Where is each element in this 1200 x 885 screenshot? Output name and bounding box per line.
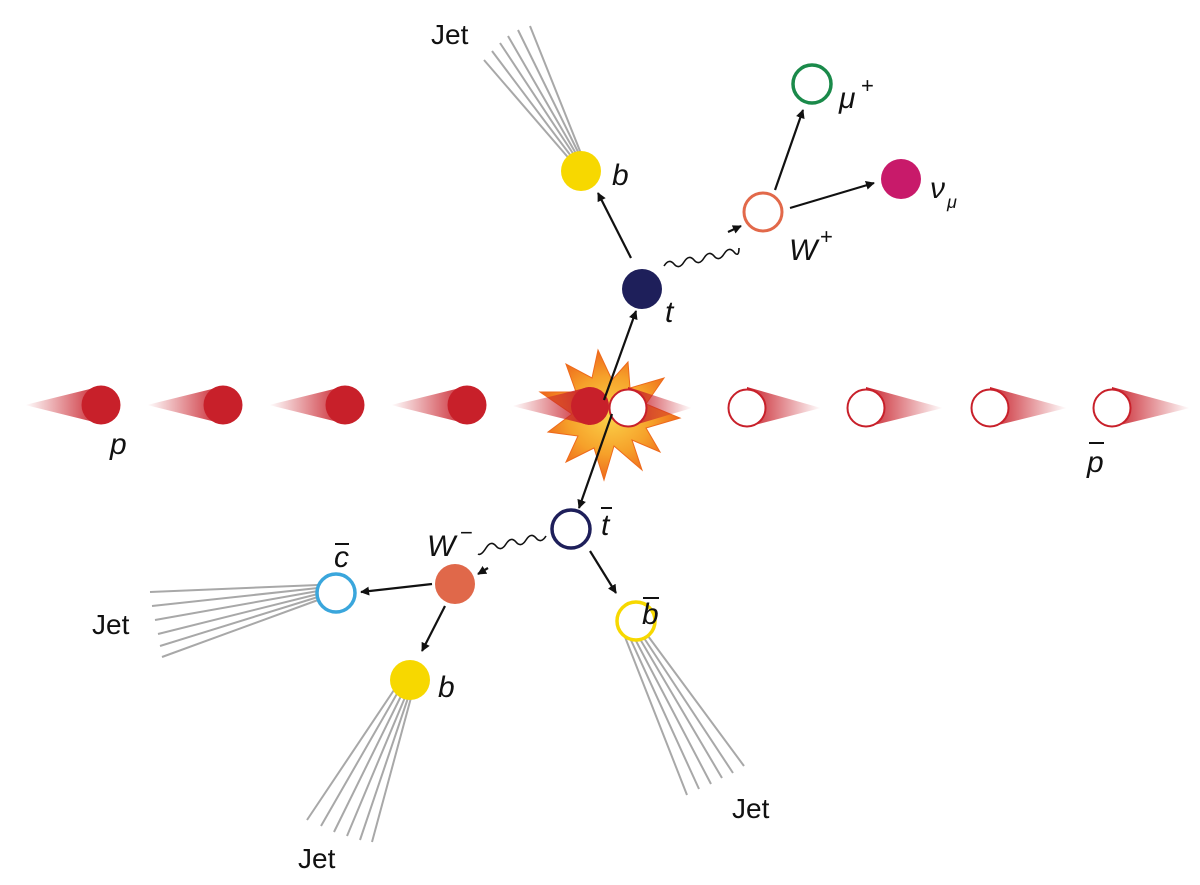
label-jet-left: Jet <box>92 609 130 640</box>
bottom-quark-lower <box>390 660 430 700</box>
arrow-wminus-to-charm <box>360 582 433 596</box>
jet-bottom-left <box>306 689 413 843</box>
muon-neutrino <box>881 159 921 199</box>
antiproton-2 <box>727 387 821 428</box>
proton-2 <box>147 385 243 425</box>
label-anticharm: c <box>334 541 349 574</box>
label-jet-bottom-left: Jet <box>298 843 336 874</box>
label-bottom-upper: b <box>612 159 629 192</box>
label-neutrino: ν <box>930 172 945 205</box>
label-w-minus: W <box>427 530 458 563</box>
w-minus-boson <box>435 564 475 604</box>
label-muon-sup: + <box>861 73 874 98</box>
label-w-plus: W <box>789 234 820 267</box>
label-w-plus-sup: + <box>820 224 833 249</box>
proton-4 <box>391 385 487 425</box>
arrow-wplus-to-neutrino <box>789 180 875 210</box>
antiproton-1 <box>608 387 692 428</box>
label-w-minus-sup: − <box>460 520 473 545</box>
muon <box>791 63 833 105</box>
label-antiproton: p <box>1086 442 1104 479</box>
arrow-to-antitop <box>577 413 614 509</box>
label-neutrino-sub: μ <box>946 192 957 212</box>
antitop-quark <box>550 508 592 550</box>
antiproton-beam <box>608 387 1190 428</box>
svg-text:b: b <box>642 598 659 631</box>
label-jet-top: Jet <box>431 19 469 50</box>
top-quark <box>622 269 662 309</box>
jet-top <box>483 25 583 163</box>
antibottom-quark <box>615 600 657 642</box>
wavy-top-to-wplus <box>663 247 740 268</box>
svg-text:t: t <box>601 509 611 542</box>
label-bottom-lower: b <box>438 671 455 704</box>
antiproton-4 <box>970 387 1067 428</box>
wavy-antitop-to-wminus <box>477 534 547 556</box>
label-muon: μ <box>838 82 855 115</box>
label-jet-bottom-right: Jet <box>732 793 770 824</box>
label-antibottom: b <box>642 597 659 631</box>
w-plus-boson <box>742 191 784 233</box>
label-top: t <box>665 296 675 329</box>
proton-5 <box>512 387 609 425</box>
arrow-wavy-head-minus <box>477 565 489 575</box>
proton-1 <box>25 385 121 425</box>
arrow-top-to-b <box>597 192 632 259</box>
antiproton-3 <box>846 387 943 428</box>
proton-3 <box>269 385 365 425</box>
svg-text:p: p <box>1086 446 1104 479</box>
label-proton: p <box>109 428 127 461</box>
anticharm-quark <box>315 572 357 614</box>
jet-left <box>149 584 319 658</box>
jet-bottom-right <box>624 635 745 796</box>
label-antitop: t <box>601 507 612 542</box>
proton-beam <box>25 385 487 425</box>
antiproton-5 <box>1092 387 1190 428</box>
arrow-antitop-to-antibottom <box>589 550 617 594</box>
svg-text:c: c <box>334 541 349 574</box>
bottom-quark-upper <box>561 151 601 191</box>
arrow-wavy-head-plus <box>727 225 742 234</box>
arrow-wplus-to-muon <box>773 109 805 191</box>
arrow-to-top <box>602 310 638 401</box>
arrow-wminus-to-b <box>421 605 446 652</box>
